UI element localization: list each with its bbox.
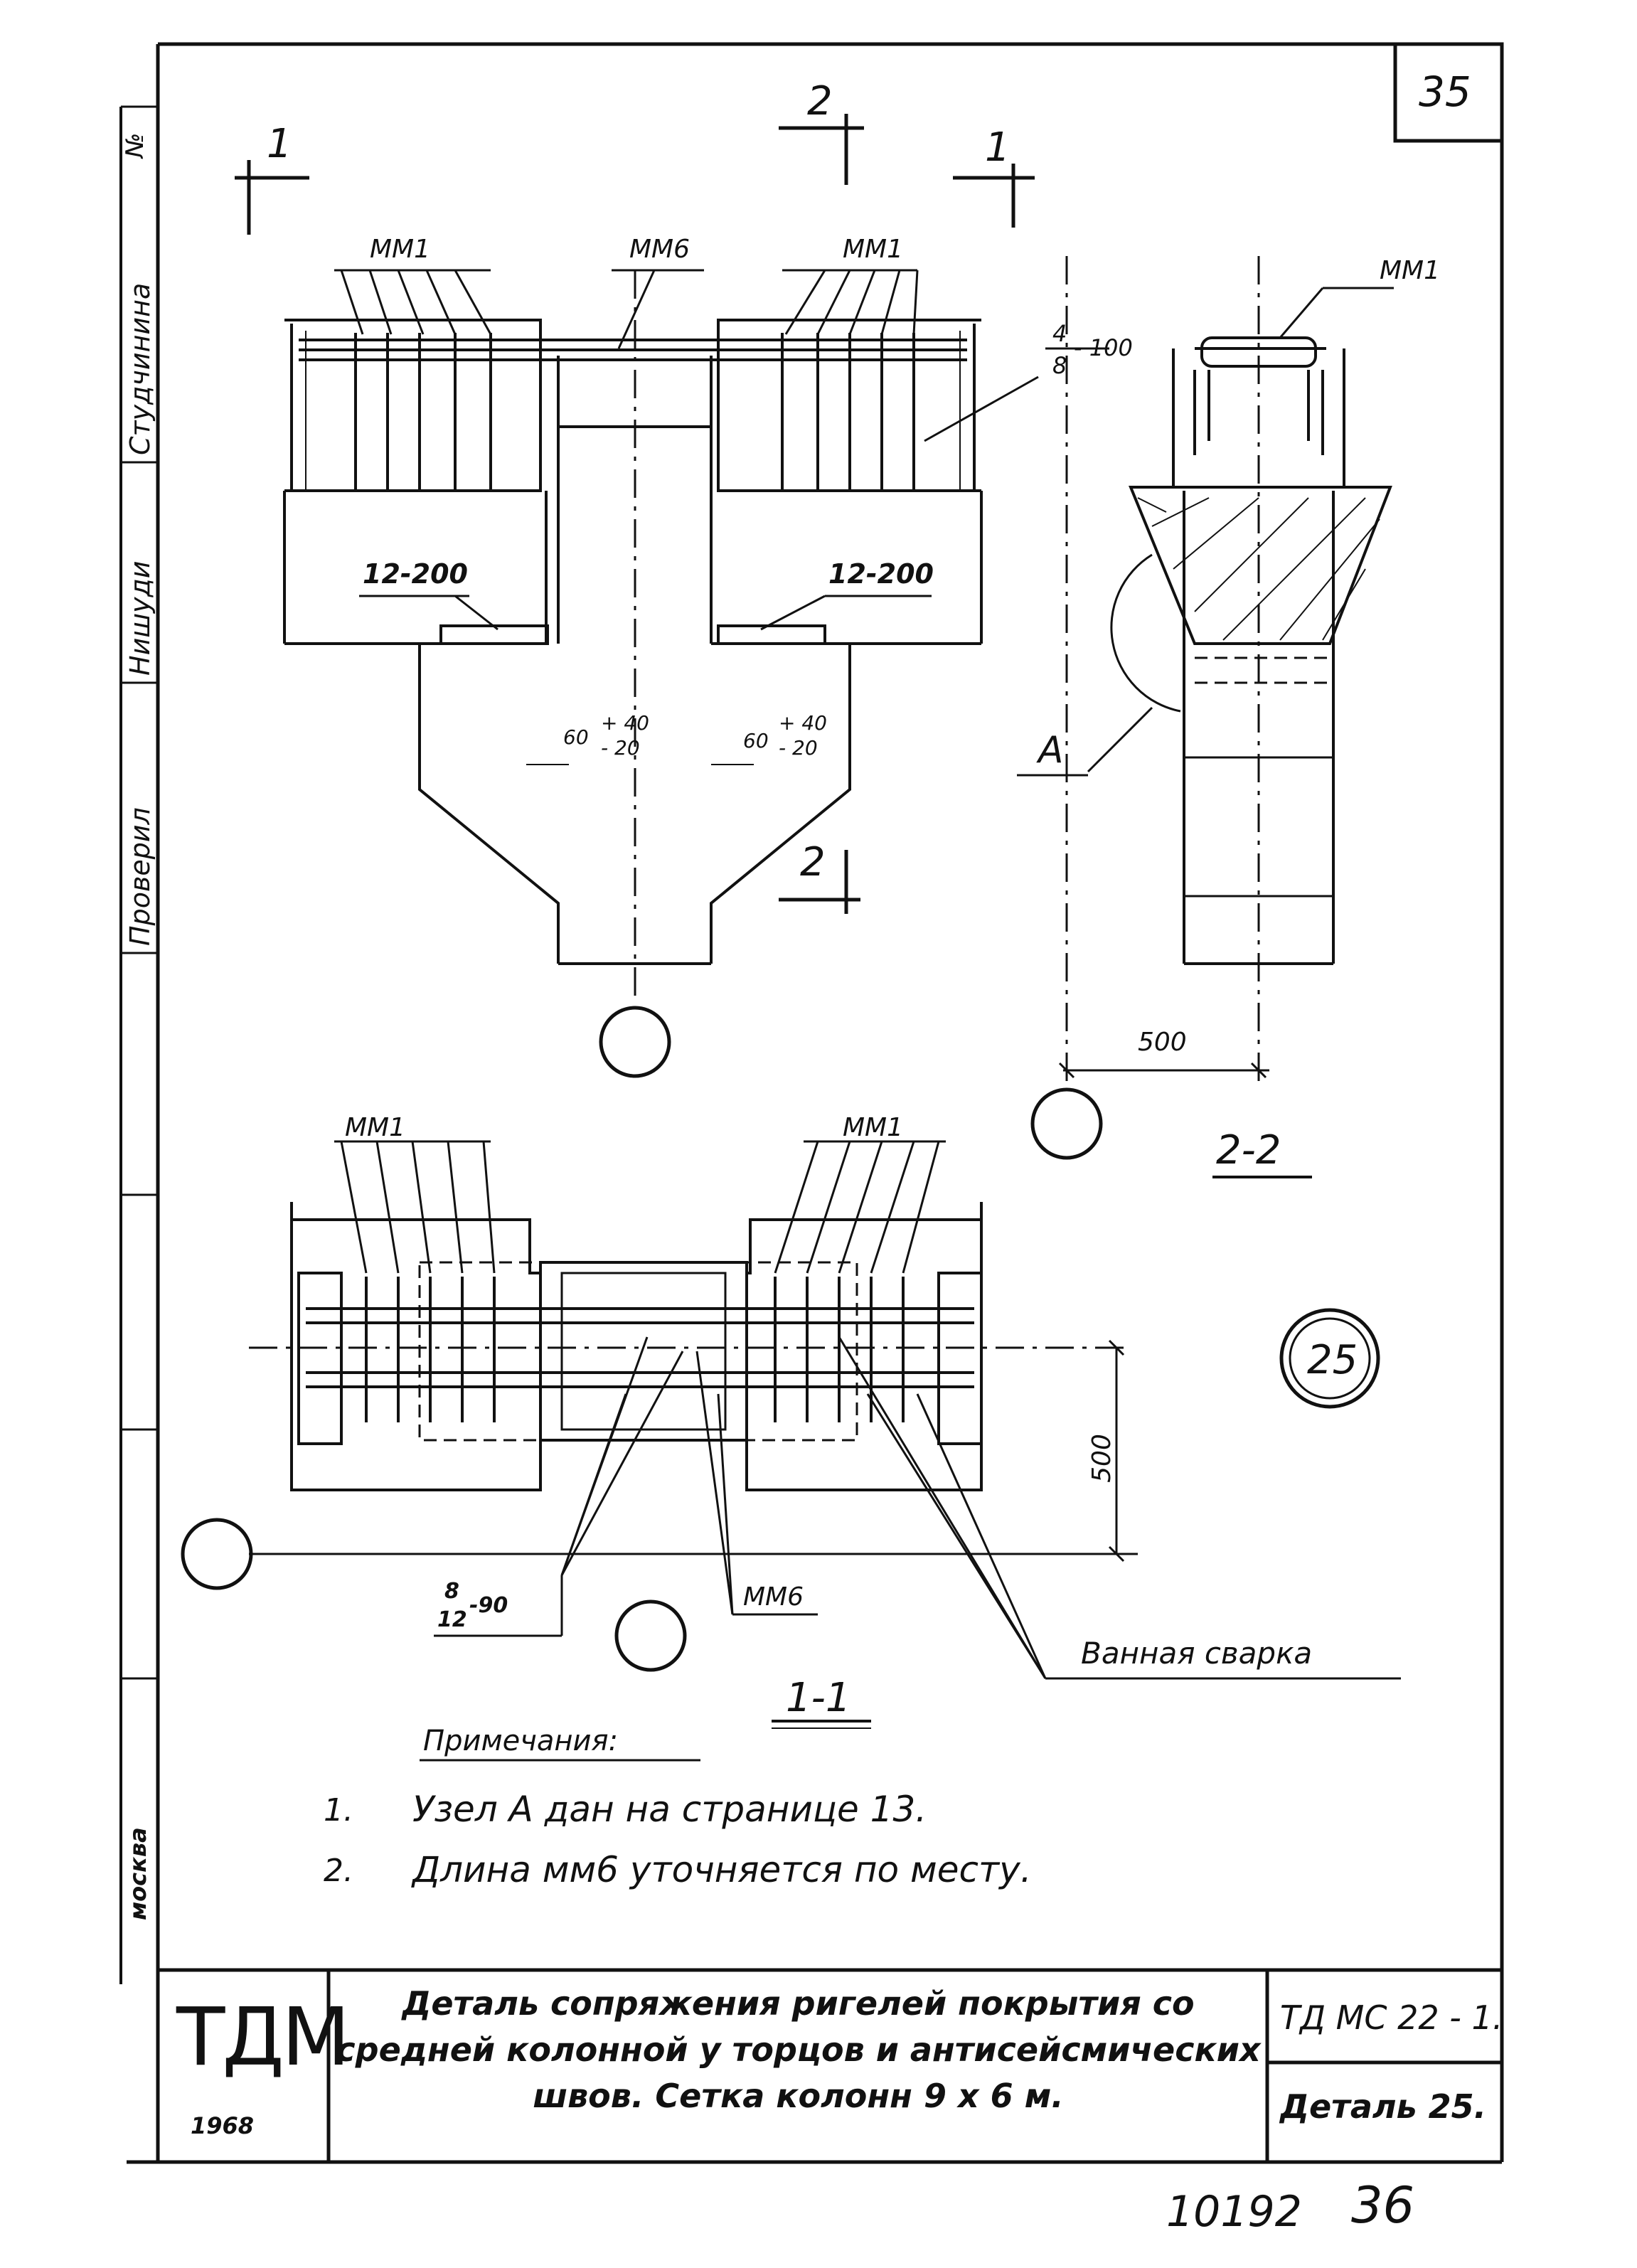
axis-bubble-section — [1030, 1087, 1103, 1160]
plan-mm6: ММ6 — [743, 1582, 804, 1612]
plan-rebar-top: 8 — [444, 1579, 459, 1604]
title-line-1: Деталь сопряжения ригелей покрытия со — [402, 1984, 1195, 2023]
elevation-view — [283, 269, 1109, 1003]
elev-mm1-left: ММ1 — [370, 235, 431, 264]
cut-1-left-label: 1 — [267, 121, 292, 167]
stamp-city: москва — [124, 1827, 151, 1920]
rebar-count-top: 4 — [1052, 320, 1067, 347]
plan-mm1-right: ММ1 — [843, 1113, 904, 1142]
section-2-2-view — [1017, 256, 1394, 1178]
stamp-signature: Нишуди — [124, 560, 156, 676]
section-marks — [235, 114, 1035, 914]
bottom-page-number: 36 — [1351, 2176, 1415, 2235]
note-1-num: 1. — [324, 1792, 353, 1828]
rebar-spacing: - 100 — [1074, 334, 1133, 361]
stamp-num-mark: № — [121, 132, 149, 158]
detail-number: 25 — [1307, 1337, 1358, 1383]
axis-bubble-plan-bottom — [614, 1599, 687, 1672]
gap-right-dim: 60 — [743, 729, 769, 752]
rebar-diameter-bottom: 8 — [1052, 352, 1067, 379]
axis-bubble-elevation — [599, 1006, 671, 1078]
detail-reference: Деталь 25. — [1280, 2087, 1487, 2126]
note-1-text: Узел А дан на странице 13. — [412, 1789, 927, 1830]
tol-left-minus: - 20 — [601, 736, 640, 760]
section-2-2-title: 2-2 — [1216, 1127, 1281, 1173]
gap-left-dim: 60 — [563, 725, 589, 749]
node-a-label: А — [1038, 729, 1064, 772]
stamp-designer: Студчинина — [124, 282, 156, 455]
elev-mm1-right: ММ1 — [843, 235, 904, 264]
stamp-checked-label: Проверил — [124, 807, 156, 946]
plan-1-1-view — [249, 1140, 1401, 1729]
plan-dim-500: 500 — [1087, 1434, 1116, 1483]
title-block-year: 1968 — [191, 2112, 255, 2139]
title-line-2: средней колонной у торцов и антисейсмиче… — [336, 2030, 1261, 2069]
tol-right-minus: - 20 — [779, 736, 818, 760]
cut-2-bottom-label: 2 — [800, 839, 826, 885]
detail-number-circle — [1279, 1308, 1380, 1409]
elev-mm6: ММ6 — [629, 235, 690, 264]
section-dim-500: 500 — [1138, 1028, 1187, 1057]
cut-2-top-label: 2 — [807, 78, 833, 124]
title-line-3: швов. Сетка колонн 9 х 6 м. — [533, 2077, 1064, 2115]
section-mm1: ММ1 — [1380, 256, 1441, 285]
page-number: 35 — [1419, 68, 1471, 116]
tol-right-plus: + 40 — [779, 711, 827, 735]
tol-left-plus: + 40 — [601, 711, 649, 735]
plan-rebar-bottom: 12 — [437, 1607, 467, 1632]
mesh-right-label: 12-200 — [828, 558, 934, 590]
note-2-text: Длина мм6 уточняется по месту. — [412, 1849, 1032, 1890]
drawing-frame — [119, 42, 1504, 2164]
cut-1-right-label: 1 — [985, 124, 1011, 171]
mesh-left-label: 12-200 — [363, 558, 468, 590]
note-2-num: 2. — [324, 1853, 353, 1889]
notes-heading: Примечания: — [423, 1725, 619, 1757]
bottom-archive-number: 10192 — [1166, 2187, 1302, 2237]
weld-label: Ванная сварка — [1081, 1636, 1313, 1671]
axis-bubble-plan-left — [181, 1518, 253, 1590]
plan-1-1-title: 1-1 — [786, 1675, 851, 1721]
plan-mm1-left: ММ1 — [345, 1113, 406, 1142]
plan-rebar-spacing: -90 — [469, 1593, 508, 1618]
doc-code: ТД МС 22 - 1. — [1280, 1998, 1503, 2037]
title-block-logo: ТДМ — [176, 1991, 351, 2084]
